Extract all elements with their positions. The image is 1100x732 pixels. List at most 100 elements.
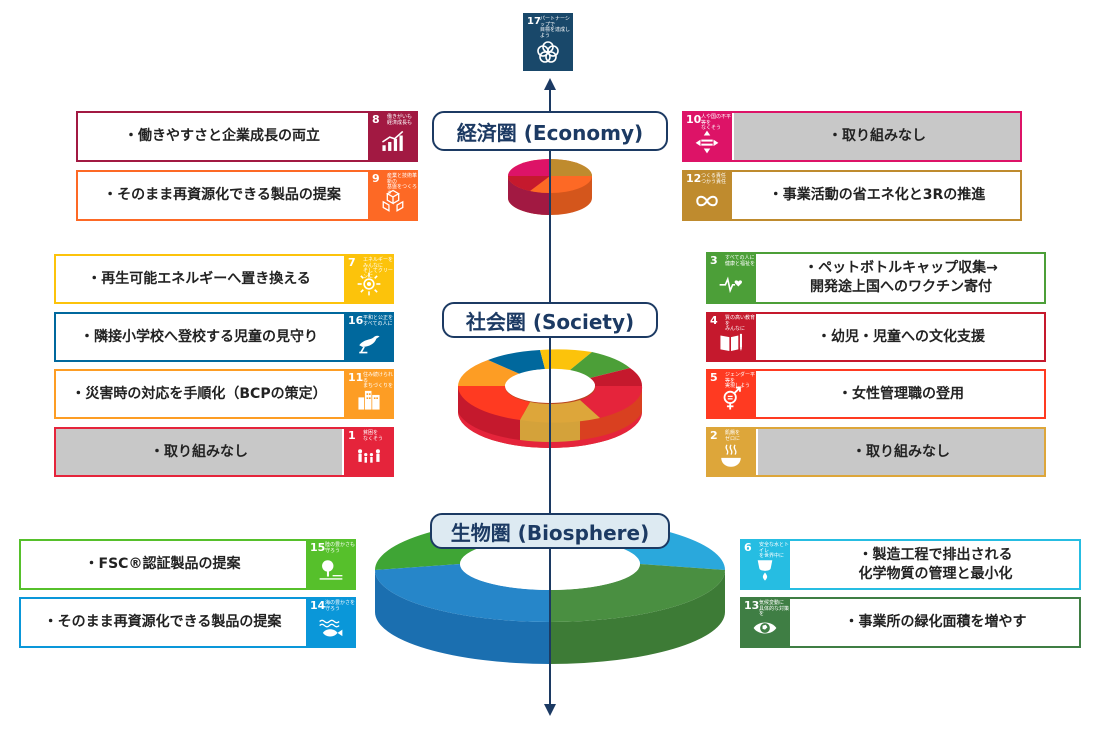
growth-chart-icon (381, 130, 404, 151)
eye-globe-icon (753, 622, 777, 634)
box-bottle-caps: ・ペットボトルキャップ収集→ 開発途上国へのワクチン寄付 3 すべての人に 健康と福… (706, 252, 1046, 304)
equality-icon (695, 130, 719, 154)
initiative-text: ・取り組みなし (56, 429, 342, 475)
dove-icon (359, 335, 380, 354)
sdg-15-number: 15 (310, 541, 326, 554)
family-icon (358, 449, 380, 463)
sdg-2-tile: 2 飢餓を ゼロに (706, 427, 756, 477)
initiative-text: ・幼児・児童への文化支援 (817, 328, 985, 345)
sdg-6-number: 6 (744, 541, 752, 554)
sdg-6-tile: 6 安全な水とトイレ を世界中に (740, 539, 790, 590)
sdg-10-caption: 人や国の不平等を なくそう (701, 114, 732, 131)
initiative-text: ・そのまま再資源化できる製品の提案 (43, 614, 282, 631)
buildings-icon (358, 390, 380, 410)
initiative-text: ・隣接小学校へ登校する児童の見守り (80, 328, 318, 345)
box-chemicals: ・製造工程で排出される 化学物質の管理と最小化 6 安全な水とトイレ を世界中に (740, 539, 1081, 590)
sdg-1-caption: 貧困を なくそう (363, 430, 384, 442)
gender-icon (723, 386, 741, 410)
box-renewable: ・再生可能エネルギーへ置き換える 7 エネルギーをみんなに そしてクリーンに (54, 254, 394, 304)
sdg-8-tile: 8 働きがいも 経済成長も (368, 111, 418, 162)
sdg-17-tile: 17 パートナーシップで 目標を達成しよう (523, 13, 573, 71)
initiative-text: ・取り組みなし (734, 113, 1020, 160)
sdg-13-number: 13 (744, 599, 760, 612)
sdg-17-number: 17 (527, 16, 541, 27)
sdg-11-number: 11 (348, 371, 364, 384)
bowl-icon (721, 444, 741, 467)
sdg-3-caption: すべての人に 健康と福祉を (725, 255, 756, 267)
initiative-text: ・ペットボトルキャップ収集→ 開発途上国へのワクチン寄付 (804, 260, 998, 295)
sdg-7-caption: エネルギーをみんなに そしてクリーンに (363, 257, 394, 280)
box-none-1: ・取り組みなし 1 貧困を なくそう (54, 427, 394, 477)
sun-icon (357, 272, 381, 296)
sdg-9-number: 9 (372, 172, 380, 185)
sdg-12-number: 12 (686, 172, 702, 185)
flower-rings-icon (537, 41, 559, 63)
sdg-1-tile: 1 貧困を なくそう (344, 427, 394, 477)
sdg-12-caption: つくる責任 つかう責任 (701, 173, 727, 185)
sdg-3-tile: 3 すべての人に 健康と福祉を (706, 252, 756, 304)
sdg-8-number: 8 (372, 113, 380, 126)
sdg-2-caption: 飢餓を ゼロに (725, 430, 741, 442)
vertical-axis-arrow (544, 78, 556, 716)
heartbeat-icon (719, 276, 743, 294)
water-drop-icon (757, 560, 773, 581)
sdg-2-number: 2 (710, 429, 718, 442)
initiative-text: ・そのまま再資源化できる製品の提案 (103, 187, 341, 204)
cubes-icon (382, 189, 404, 212)
sdg-6-caption: 安全な水とトイレ を世界中に (759, 542, 790, 559)
sdg-16-number: 16 (348, 314, 364, 327)
sdg-8-caption: 働きがいも 経済成長も (387, 114, 413, 126)
box-work-style: ・働きやすさと企業成長の両立 8 働きがいも 経済成長も (76, 111, 418, 162)
sdg-7-number: 7 (348, 256, 356, 269)
box-culture: ・幼児・児童への文化支援 4 質の高い教育を みんなに (706, 312, 1046, 362)
sdg-14-number: 14 (310, 599, 326, 612)
initiative-text: ・事業所の緑化面積を増やす (844, 614, 1027, 631)
sdg-5-number: 5 (710, 371, 718, 384)
initiative-text: ・働きやすさと企業成長の両立 (124, 128, 320, 145)
book-icon (720, 333, 742, 351)
sdg-17-caption: パートナーシップで 目標を達成しよう (540, 16, 571, 39)
sdg-11-caption: 住み続けられる まちづくりを (363, 372, 394, 389)
tier-label-biosphere: 生物圏 (Biosphere) (430, 513, 670, 549)
sdg-4-tile: 4 質の高い教育を みんなに (706, 312, 756, 362)
sdg-4-number: 4 (710, 314, 718, 327)
sdg-7-tile: 7 エネルギーをみんなに そしてクリーンに (344, 254, 394, 304)
tier-label-economy: 経済圏 (Economy) (432, 111, 668, 151)
sdg-4-caption: 質の高い教育を みんなに (725, 315, 756, 332)
initiative-text: ・再生可能エネルギーへ置き換える (87, 270, 311, 287)
sdg-3-number: 3 (710, 254, 718, 267)
initiative-text: ・事業活動の省エネ化と3Rの推進 (768, 187, 986, 204)
sdg-14-caption: 海の豊かさを 守ろう (325, 600, 356, 612)
sdg-15-caption: 陸の豊かさも 守ろう (325, 542, 356, 554)
fish-icon (319, 619, 343, 637)
initiative-text: ・FSC®認証製品の提案 (84, 556, 241, 573)
initiative-text: ・女性管理職の登用 (838, 385, 964, 402)
sdg-10-number: 10 (686, 113, 702, 126)
tree-icon (319, 560, 343, 580)
sdg-1-number: 1 (348, 429, 356, 442)
tier-label-society: 社会圏 (Society) (442, 302, 658, 338)
sdg-16-caption: 平和と公正を すべての人に (363, 315, 394, 327)
initiative-text: ・製造工程で排出される 化学物質の管理と最小化 (858, 546, 1013, 582)
infinity-icon (696, 195, 718, 207)
